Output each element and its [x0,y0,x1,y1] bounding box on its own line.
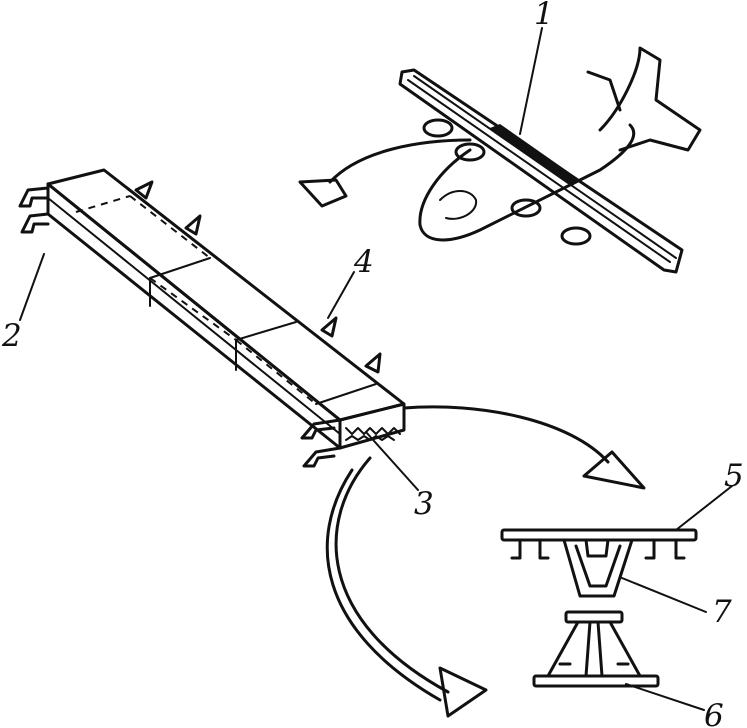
engine-2 [454,142,486,162]
label-3: 3 [414,486,434,522]
omega-stringer-7 [562,538,634,598]
arrow-wing-to-panel [328,138,472,184]
leader-5 [675,485,733,531]
leader-6 [625,683,705,711]
label-7: 7 [712,594,732,630]
leader-2 [19,253,45,321]
arrow-to-section-5 [402,405,610,464]
wing-panel-drawing [18,168,406,468]
engine-1 [422,118,454,138]
beam-top-flange [564,610,624,624]
leader-3 [365,431,419,491]
label-4: 4 [353,244,374,280]
engine-4 [560,226,592,246]
aircraft-fuselage [418,123,636,242]
cross-section-beam [532,610,660,688]
leader-7 [621,577,707,613]
label-5: 5 [724,458,744,494]
wing-spar-highlight [490,124,580,186]
aircraft-drawing [298,46,702,274]
aircraft-tail [598,46,702,152]
skin-plate-5 [500,528,698,542]
cross-section-panel-stringer [500,528,698,598]
panel-end-face [338,402,406,450]
label-6: 6 [704,698,724,728]
label-2: 2 [1,318,22,354]
leader-lines [19,27,733,711]
leader-4 [327,271,355,319]
panel-top-face [46,168,406,422]
leader-1 [519,27,543,135]
aircraft-wing [398,68,684,274]
arrow-to-section-6 [334,456,450,694]
engine-3 [510,198,542,218]
label-1: 1 [534,0,554,32]
beam-bottom-flange-6 [532,674,660,688]
arrows-to-sections [325,405,646,718]
